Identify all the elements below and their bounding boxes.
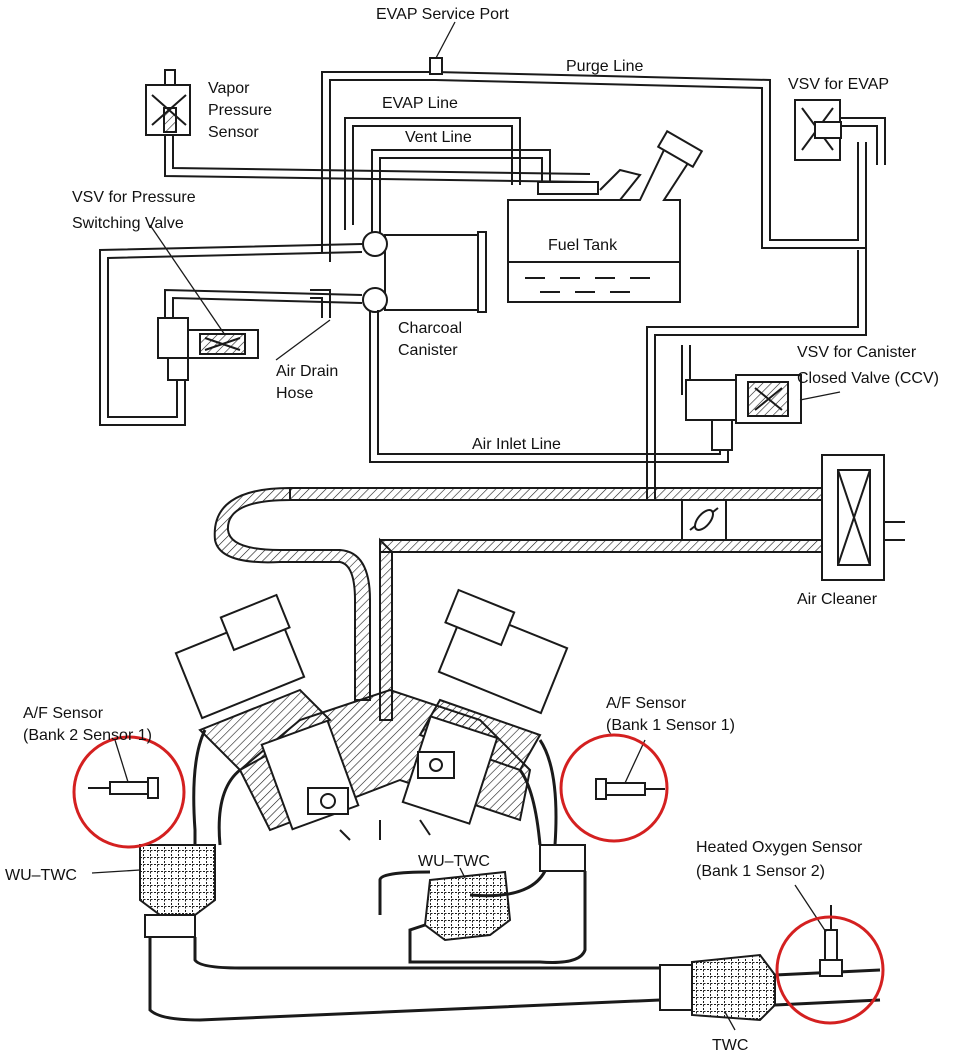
purge-line-pipe (321, 71, 859, 252)
label-vsv-ccv-2: Closed Valve (CCV) (797, 370, 939, 387)
label-vent-line: Vent Line (405, 129, 472, 146)
label-af-bank1-1: A/F Sensor (606, 695, 687, 712)
vapor-pressure-sensor (145, 69, 191, 136)
evap-line-pipe (344, 117, 521, 230)
vsv-pressure-pipe-inner (107, 251, 363, 418)
highlight-circle-hos (775, 915, 885, 1025)
label-twc: TWC (712, 1037, 748, 1054)
engine-block (238, 688, 532, 841)
vent-line-pipe-inner (379, 157, 543, 235)
air-cleaner (821, 454, 905, 581)
label-vsv-pressure-1: VSV for Pressure (72, 189, 196, 206)
wu-twc-center-leader (459, 867, 466, 879)
heated-oxygen-sensor (819, 905, 843, 977)
exhaust-left-manifold (192, 729, 241, 846)
throttle-body (681, 499, 727, 541)
label-evap-line: EVAP Line (382, 95, 458, 112)
label-vapor-pressure-sensor-3: Sensor (208, 124, 259, 141)
label-vsv-pressure-2: Switching Valve (72, 215, 184, 232)
engine-left-head (174, 593, 332, 772)
af-sensor-bank2 (88, 777, 159, 799)
exhaust-center-pipe (378, 870, 587, 964)
air-drain-leader (275, 319, 331, 361)
air-inlet-line (369, 310, 729, 463)
label-hos-2: (Bank 1 Sensor 2) (696, 863, 825, 880)
vsv-pressure-switching-valve (157, 317, 259, 381)
air-drain-hose (310, 289, 331, 318)
label-vsv-ccv-1: VSV for Canister (797, 344, 917, 361)
label-purge-line: Purge Line (566, 58, 643, 75)
evap-line-pipe-inner (352, 125, 513, 225)
vsv-canister-closed-valve (681, 345, 802, 451)
label-af-bank2-1: A/F Sensor (23, 705, 104, 722)
charcoal-canister (362, 231, 487, 313)
label-air-drain-2: Hose (276, 385, 313, 402)
label-air-cleaner: Air Cleaner (797, 591, 878, 608)
label-evap-service-port: EVAP Service Port (376, 6, 509, 23)
label-air-drain-1: Air Drain (276, 363, 338, 380)
purge-line-pipe-inner (329, 79, 867, 262)
label-wu-twc-left: WU–TWC (5, 867, 77, 884)
label-air-inlet-line: Air Inlet Line (472, 436, 561, 453)
vsv-pressure-pipe-upper (164, 288, 363, 320)
exhaust-left-pipe (148, 937, 661, 1022)
vsv-pressure-leader (149, 224, 226, 336)
ccv-supply-pipe (646, 248, 867, 500)
vsv-pressure-pipe (99, 243, 363, 426)
wu-twc-left (139, 844, 216, 938)
label-charcoal-canister-1: Charcoal (398, 320, 462, 337)
wu-twc-left-leader (91, 869, 141, 874)
label-wu-twc-center: WU–TWC (418, 853, 490, 870)
twc-leader (724, 1011, 736, 1031)
evap-service-port-leader (435, 21, 456, 59)
label-hos-1: Heated Oxygen Sensor (696, 839, 863, 856)
highlight-circle-af-bank2 (72, 735, 186, 849)
label-vapor-pressure-sensor-2: Pressure (208, 102, 272, 119)
ccv-leader (799, 391, 841, 401)
label-vsv-for-evap: VSV for EVAP (788, 76, 889, 93)
vapor-sensor-pipe-inner (172, 135, 591, 175)
evap-service-port (429, 57, 443, 75)
fuel-tank (507, 129, 704, 303)
vapor-sensor-pipe (164, 135, 591, 183)
label-fuel-tank: Fuel Tank (548, 237, 618, 254)
af-bank1-leader (624, 739, 646, 784)
label-charcoal-canister-2: Canister (398, 342, 458, 359)
twc-converter (659, 953, 881, 1022)
vent-line-pipe (371, 149, 551, 235)
af-sensor-bank1 (595, 778, 665, 800)
af-bank2-leader (114, 739, 129, 783)
vsv-for-evap (794, 99, 886, 165)
exhaust-right-manifold (518, 739, 558, 846)
wu-twc-center (423, 870, 512, 942)
label-vapor-pressure-sensor-1: Vapor (208, 80, 250, 97)
label-af-bank2-2: (Bank 2 Sensor 1) (23, 727, 152, 744)
label-af-bank1-2: (Bank 1 Sensor 1) (606, 717, 735, 734)
hos-leader (794, 884, 827, 933)
highlight-circle-af-bank1 (559, 733, 669, 843)
right-flange (539, 844, 586, 872)
